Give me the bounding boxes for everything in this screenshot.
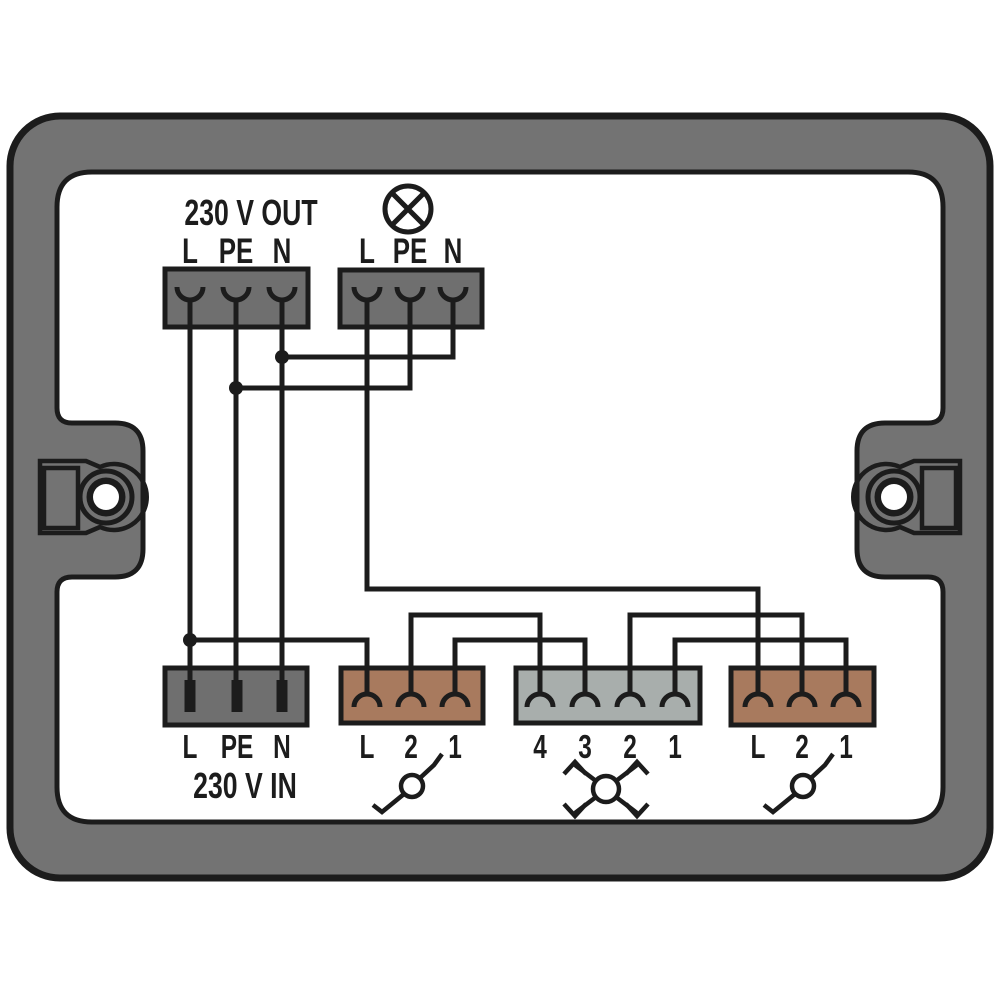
arc-terminal (830, 691, 862, 708)
switch-lever-top (418, 752, 444, 780)
cup-terminal (394, 286, 426, 303)
terminal-label: L (751, 730, 766, 766)
terminal-label: 2 (795, 730, 809, 766)
switch-pivot (398, 772, 426, 800)
cup-terminal (220, 286, 252, 303)
terminal-label: L (359, 231, 375, 271)
wire-cross-2-to-switch2-2 (627, 612, 805, 694)
terminal-label: 1 (448, 730, 462, 766)
terminal-label: N (273, 730, 291, 766)
junction-dot (183, 633, 197, 647)
arc-terminal (439, 691, 471, 708)
wire-cross-1-to-switch2-1 (672, 637, 849, 694)
label-230v-out: 230 V OUT (184, 192, 317, 233)
arc-terminal (395, 691, 427, 708)
terminal-label: L (360, 730, 375, 766)
lamp-circle (382, 183, 434, 235)
screw-eye-outer-ring (77, 468, 135, 526)
screw-mount-outline (37, 458, 149, 536)
arc-terminal (524, 691, 556, 708)
lever-hook (562, 758, 588, 776)
terminal-label: 3 (578, 730, 592, 766)
lever-hook (624, 802, 650, 820)
cup-terminal (266, 286, 298, 303)
terminal-label: 1 (839, 730, 853, 766)
arc-terminal (614, 691, 646, 708)
two-way-switch-icon-left (371, 752, 444, 815)
pin-terminal (184, 680, 196, 712)
arc-terminal (569, 691, 601, 708)
pin-terminal (276, 680, 288, 712)
lamp-cross (389, 190, 427, 228)
wire-l-feed (187, 300, 370, 694)
terminal-label: N (444, 231, 463, 271)
terminal-label: PE (221, 730, 254, 766)
labels: 230 V OUT L PE N L PE N L PE N 230 V IN … (182, 192, 853, 806)
switch-pivot (590, 773, 622, 805)
terminal-label: 2 (623, 730, 637, 766)
mounting-tab-left (37, 458, 149, 536)
wire-pe (233, 300, 413, 682)
wiring (183, 300, 849, 694)
label-230v-in: 230 V IN (193, 765, 297, 806)
junction-dot (229, 381, 243, 395)
cup-terminal (351, 286, 383, 303)
terminal-label: PE (393, 231, 428, 271)
pin-terminal (231, 680, 243, 712)
cup-terminal (174, 286, 206, 303)
arc-terminal (786, 691, 818, 708)
two-way-switch-icon-right (762, 752, 835, 815)
terminal-contacts (174, 286, 862, 708)
terminal-label: 2 (404, 730, 418, 766)
arc-terminal (351, 691, 383, 708)
cross-switch-icon (562, 758, 650, 820)
lever-hook (624, 758, 650, 776)
switch-lever-top (809, 752, 835, 780)
switch-lever-bottom (371, 792, 406, 815)
terminal-label: 4 (533, 730, 547, 766)
switch-pivot (789, 772, 817, 800)
cup-terminal (437, 286, 469, 303)
wire-switch1-2-to-cross-4 (408, 612, 543, 694)
terminal-label: PE (219, 231, 254, 271)
junction-dot (275, 350, 289, 364)
terminal-label: N (273, 231, 292, 271)
arc-terminal (742, 691, 774, 708)
frame-inner-panel (54, 169, 946, 825)
switch-lever-bottom (762, 792, 797, 815)
arc-terminal (659, 691, 691, 708)
terminal-label: L (182, 231, 198, 271)
terminal-label: 1 (668, 730, 682, 766)
terminal-label: L (183, 730, 198, 766)
wire-switch1-1-to-cross-3 (452, 637, 588, 694)
lamp-icon (382, 183, 434, 235)
lever-hook (562, 802, 588, 820)
screw-hole-icon (93, 484, 119, 510)
